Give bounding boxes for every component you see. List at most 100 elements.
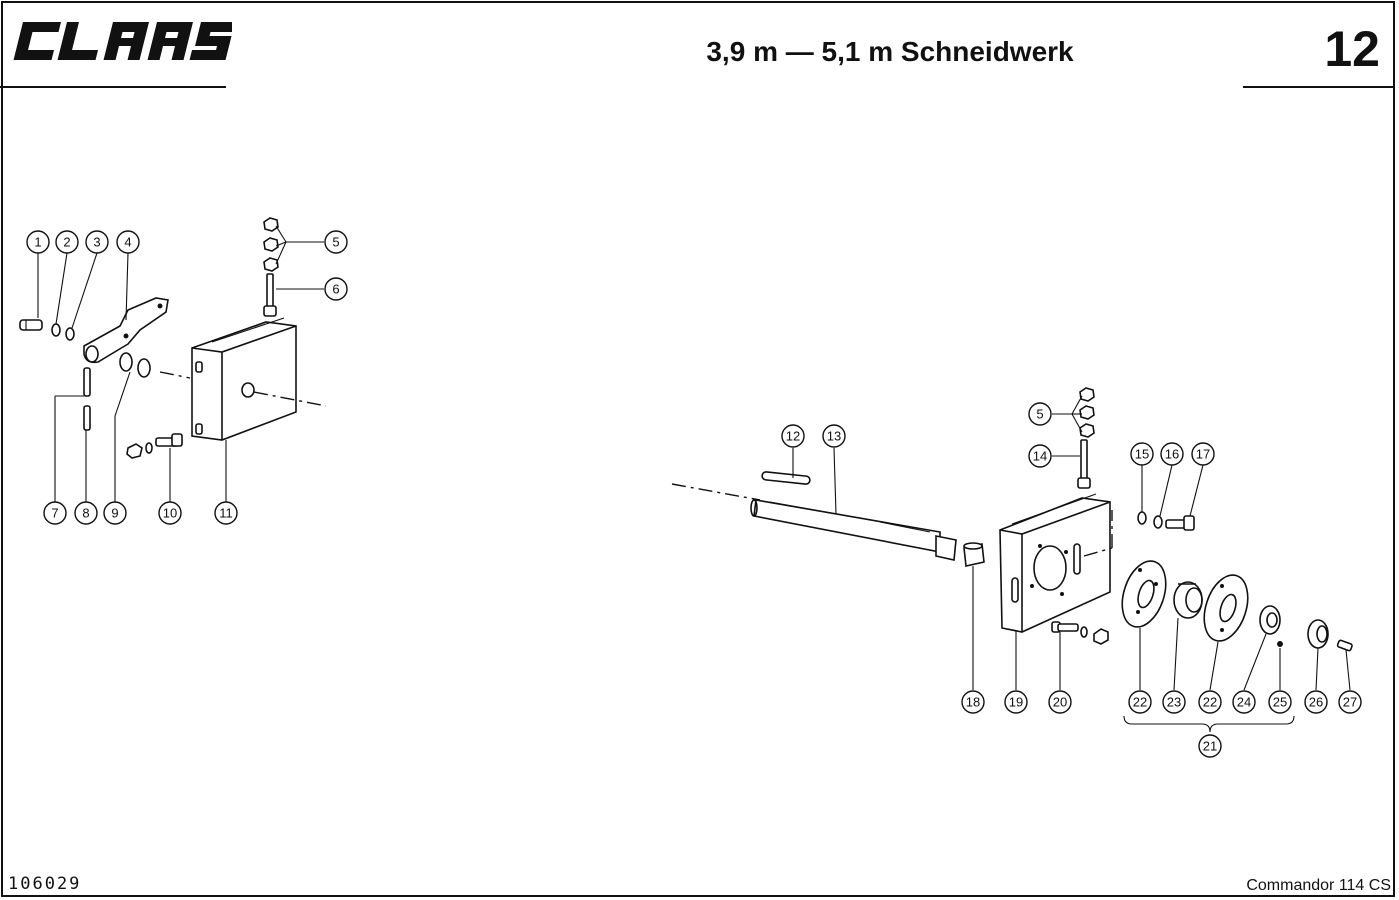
svg-text:12: 12 xyxy=(786,429,800,444)
callout-20: 20 xyxy=(1048,690,1072,714)
svg-text:10: 10 xyxy=(163,506,177,521)
svg-text:8: 8 xyxy=(82,506,89,521)
svg-text:13: 13 xyxy=(827,429,841,444)
part-bolt-6 xyxy=(263,273,277,317)
svg-text:1: 1 xyxy=(34,235,41,250)
part-flange-22a xyxy=(1121,560,1167,628)
callout-21: 21 xyxy=(1198,734,1222,758)
callout-16: 16 xyxy=(1160,442,1184,466)
callout-1: 1 xyxy=(26,230,50,254)
part-lever-4 xyxy=(83,297,169,364)
page-number: 12 xyxy=(1324,21,1380,77)
svg-text:22: 22 xyxy=(1203,695,1217,710)
callout-17: 17 xyxy=(1191,442,1215,466)
callout-5-left: 5 xyxy=(324,230,348,254)
svg-text:20: 20 xyxy=(1053,695,1067,710)
svg-text:23: 23 xyxy=(1167,695,1181,710)
axis-line-right-1 xyxy=(1083,547,1113,557)
callout-11: 11 xyxy=(214,501,238,525)
callout-7: 7 xyxy=(43,501,67,525)
callout-14: 14 xyxy=(1028,444,1052,468)
part-plate-19 xyxy=(999,493,1111,633)
part-washer-2 xyxy=(51,323,61,337)
callout-4: 4 xyxy=(116,230,140,254)
callout-18: 18 xyxy=(961,690,985,714)
axis-line-left-2 xyxy=(253,391,327,407)
svg-text:3: 3 xyxy=(93,235,100,250)
part-flange-22b xyxy=(1203,574,1249,642)
svg-text:14: 14 xyxy=(1033,449,1047,464)
part-nuts-5-left xyxy=(263,217,279,272)
part-key-12 xyxy=(761,471,811,485)
part-collar-24 xyxy=(1259,605,1281,635)
part-screw-27 xyxy=(1336,639,1353,652)
svg-text:5: 5 xyxy=(332,235,339,250)
callout-13: 13 xyxy=(822,424,846,448)
claas-logo xyxy=(13,22,232,60)
part-pin-8 xyxy=(83,405,91,431)
svg-text:11: 11 xyxy=(219,506,233,521)
callout-23: 23 xyxy=(1162,690,1186,714)
part-bolt-set-20 xyxy=(1051,621,1109,645)
callout-9: 9 xyxy=(103,501,127,525)
svg-text:9: 9 xyxy=(111,506,118,521)
svg-text:15: 15 xyxy=(1135,447,1149,462)
leader-lines-right xyxy=(792,395,1351,691)
callout-27: 27 xyxy=(1338,690,1362,714)
part-bushing-18 xyxy=(963,542,985,567)
part-washer-15 xyxy=(1137,511,1147,525)
callout-22a: 22 xyxy=(1128,690,1152,714)
part-bearing-23 xyxy=(1173,581,1203,619)
part-shaft-13 xyxy=(750,499,957,561)
svg-text:22: 22 xyxy=(1133,695,1147,710)
drawing-number: 106029 xyxy=(8,874,82,894)
left-assembly xyxy=(19,217,327,502)
callout-12: 12 xyxy=(781,424,805,448)
part-bolt-1 xyxy=(19,319,43,331)
part-washer-16 xyxy=(1153,515,1163,529)
part-bolt-set-10 xyxy=(126,433,183,459)
svg-text:6: 6 xyxy=(332,282,339,297)
part-washer-3 xyxy=(65,327,75,341)
part-washer-9b xyxy=(137,358,151,378)
callout-26: 26 xyxy=(1304,690,1328,714)
callout-6: 6 xyxy=(324,277,348,301)
svg-text:18: 18 xyxy=(966,695,980,710)
axis-line-left-1 xyxy=(159,371,191,379)
right-assembly xyxy=(671,387,1353,733)
svg-text:21: 21 xyxy=(1203,739,1217,754)
part-plate-11 xyxy=(191,317,297,441)
svg-text:4: 4 xyxy=(124,235,131,250)
svg-text:27: 27 xyxy=(1343,695,1357,710)
svg-text:19: 19 xyxy=(1009,695,1023,710)
svg-text:16: 16 xyxy=(1165,447,1179,462)
callout-8: 8 xyxy=(74,501,98,525)
svg-text:26: 26 xyxy=(1309,695,1323,710)
page-title: 3,9 m — 5,1 m Schneidwerk xyxy=(706,36,1074,67)
model-name: Commandor 114 CS xyxy=(1246,877,1391,894)
leader-lines-left xyxy=(37,225,324,502)
group-bracket-21 xyxy=(1123,715,1295,733)
axis-line-shaft xyxy=(671,483,761,501)
part-bearing-26 xyxy=(1307,619,1329,649)
callout-19: 19 xyxy=(1004,690,1028,714)
header-rule-left xyxy=(0,86,226,88)
part-nuts-5-right xyxy=(1079,387,1095,438)
part-bolt-17 xyxy=(1165,515,1195,531)
header-rule-right xyxy=(1243,86,1395,88)
callout-24: 24 xyxy=(1232,690,1256,714)
svg-text:7: 7 xyxy=(51,506,58,521)
part-pin-7 xyxy=(83,367,91,397)
callout-25: 25 xyxy=(1268,690,1292,714)
svg-text:24: 24 xyxy=(1237,695,1251,710)
svg-text:25: 25 xyxy=(1273,695,1287,710)
part-washer-9a xyxy=(119,352,133,372)
svg-text:5: 5 xyxy=(1036,407,1043,422)
callout-10: 10 xyxy=(158,501,182,525)
part-screw-25 xyxy=(1277,641,1283,647)
svg-text:2: 2 xyxy=(63,235,70,250)
callout-22b: 22 xyxy=(1198,690,1222,714)
